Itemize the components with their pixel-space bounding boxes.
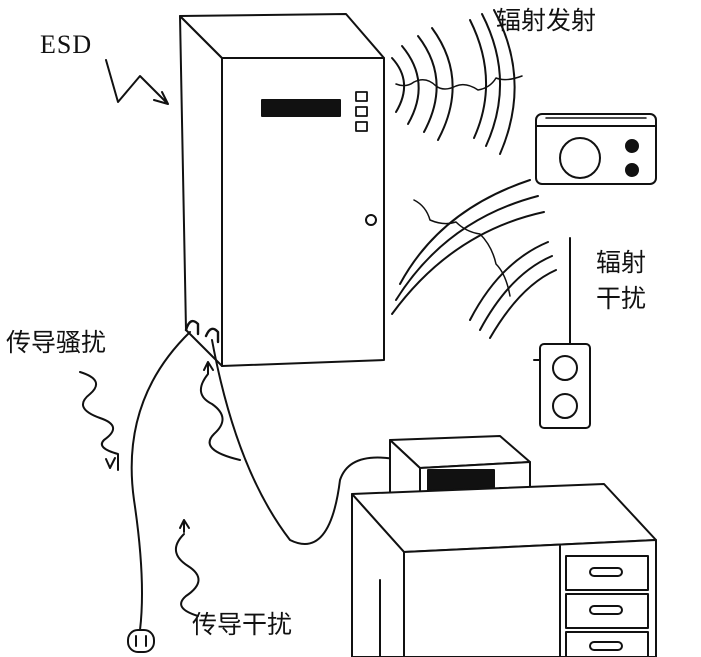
walkie-talkie [533, 237, 591, 429]
esd-spark-icon [105, 59, 169, 105]
conducted-noise-arrow-icon [79, 371, 119, 471]
panel-button-3 [355, 121, 368, 132]
radiated-interference-label-line1: 辐射 [596, 248, 647, 277]
drawer-1 [565, 555, 649, 591]
panel-button-1 [355, 91, 368, 102]
radio-knob-1 [625, 139, 639, 153]
cable-connector-2 [204, 327, 220, 344]
speaker-grille [559, 137, 601, 179]
cabinet-top [179, 13, 385, 59]
radiated-emission-waves [391, 9, 523, 155]
conducted-interference-arrow-icon [200, 361, 241, 461]
walkie-speaker-2 [552, 393, 578, 419]
conducted-interference-label: 传导干扰 [192, 610, 293, 639]
door-knob [365, 214, 377, 226]
radio-receiver [535, 113, 657, 185]
esd-label: ESD [40, 30, 93, 59]
walkie-speaker-1 [552, 355, 578, 381]
conducted-noise-label: 传导骚扰 [6, 328, 107, 357]
brand-plate [261, 99, 341, 117]
radio-knob-2 [625, 163, 639, 177]
cabinet [179, 13, 385, 367]
cable-connector-1 [184, 319, 200, 336]
data-cable [211, 339, 401, 545]
drawer-3 [565, 631, 649, 657]
desk [351, 483, 657, 657]
radiated-emission-label: 辐射发射 [496, 6, 597, 35]
drawer-2 [565, 593, 649, 629]
conducted-upward-arrow-icon [175, 519, 200, 617]
power-cable [130, 331, 191, 631]
power-plug [127, 629, 155, 653]
cabinet-side [179, 15, 223, 367]
radiated-interference-label-line2: 干扰 [596, 284, 647, 314]
panel-button-2 [355, 106, 368, 117]
radiated-interference-label: 辐射 干扰 [596, 248, 647, 323]
radiated-interference-waves [391, 179, 557, 339]
